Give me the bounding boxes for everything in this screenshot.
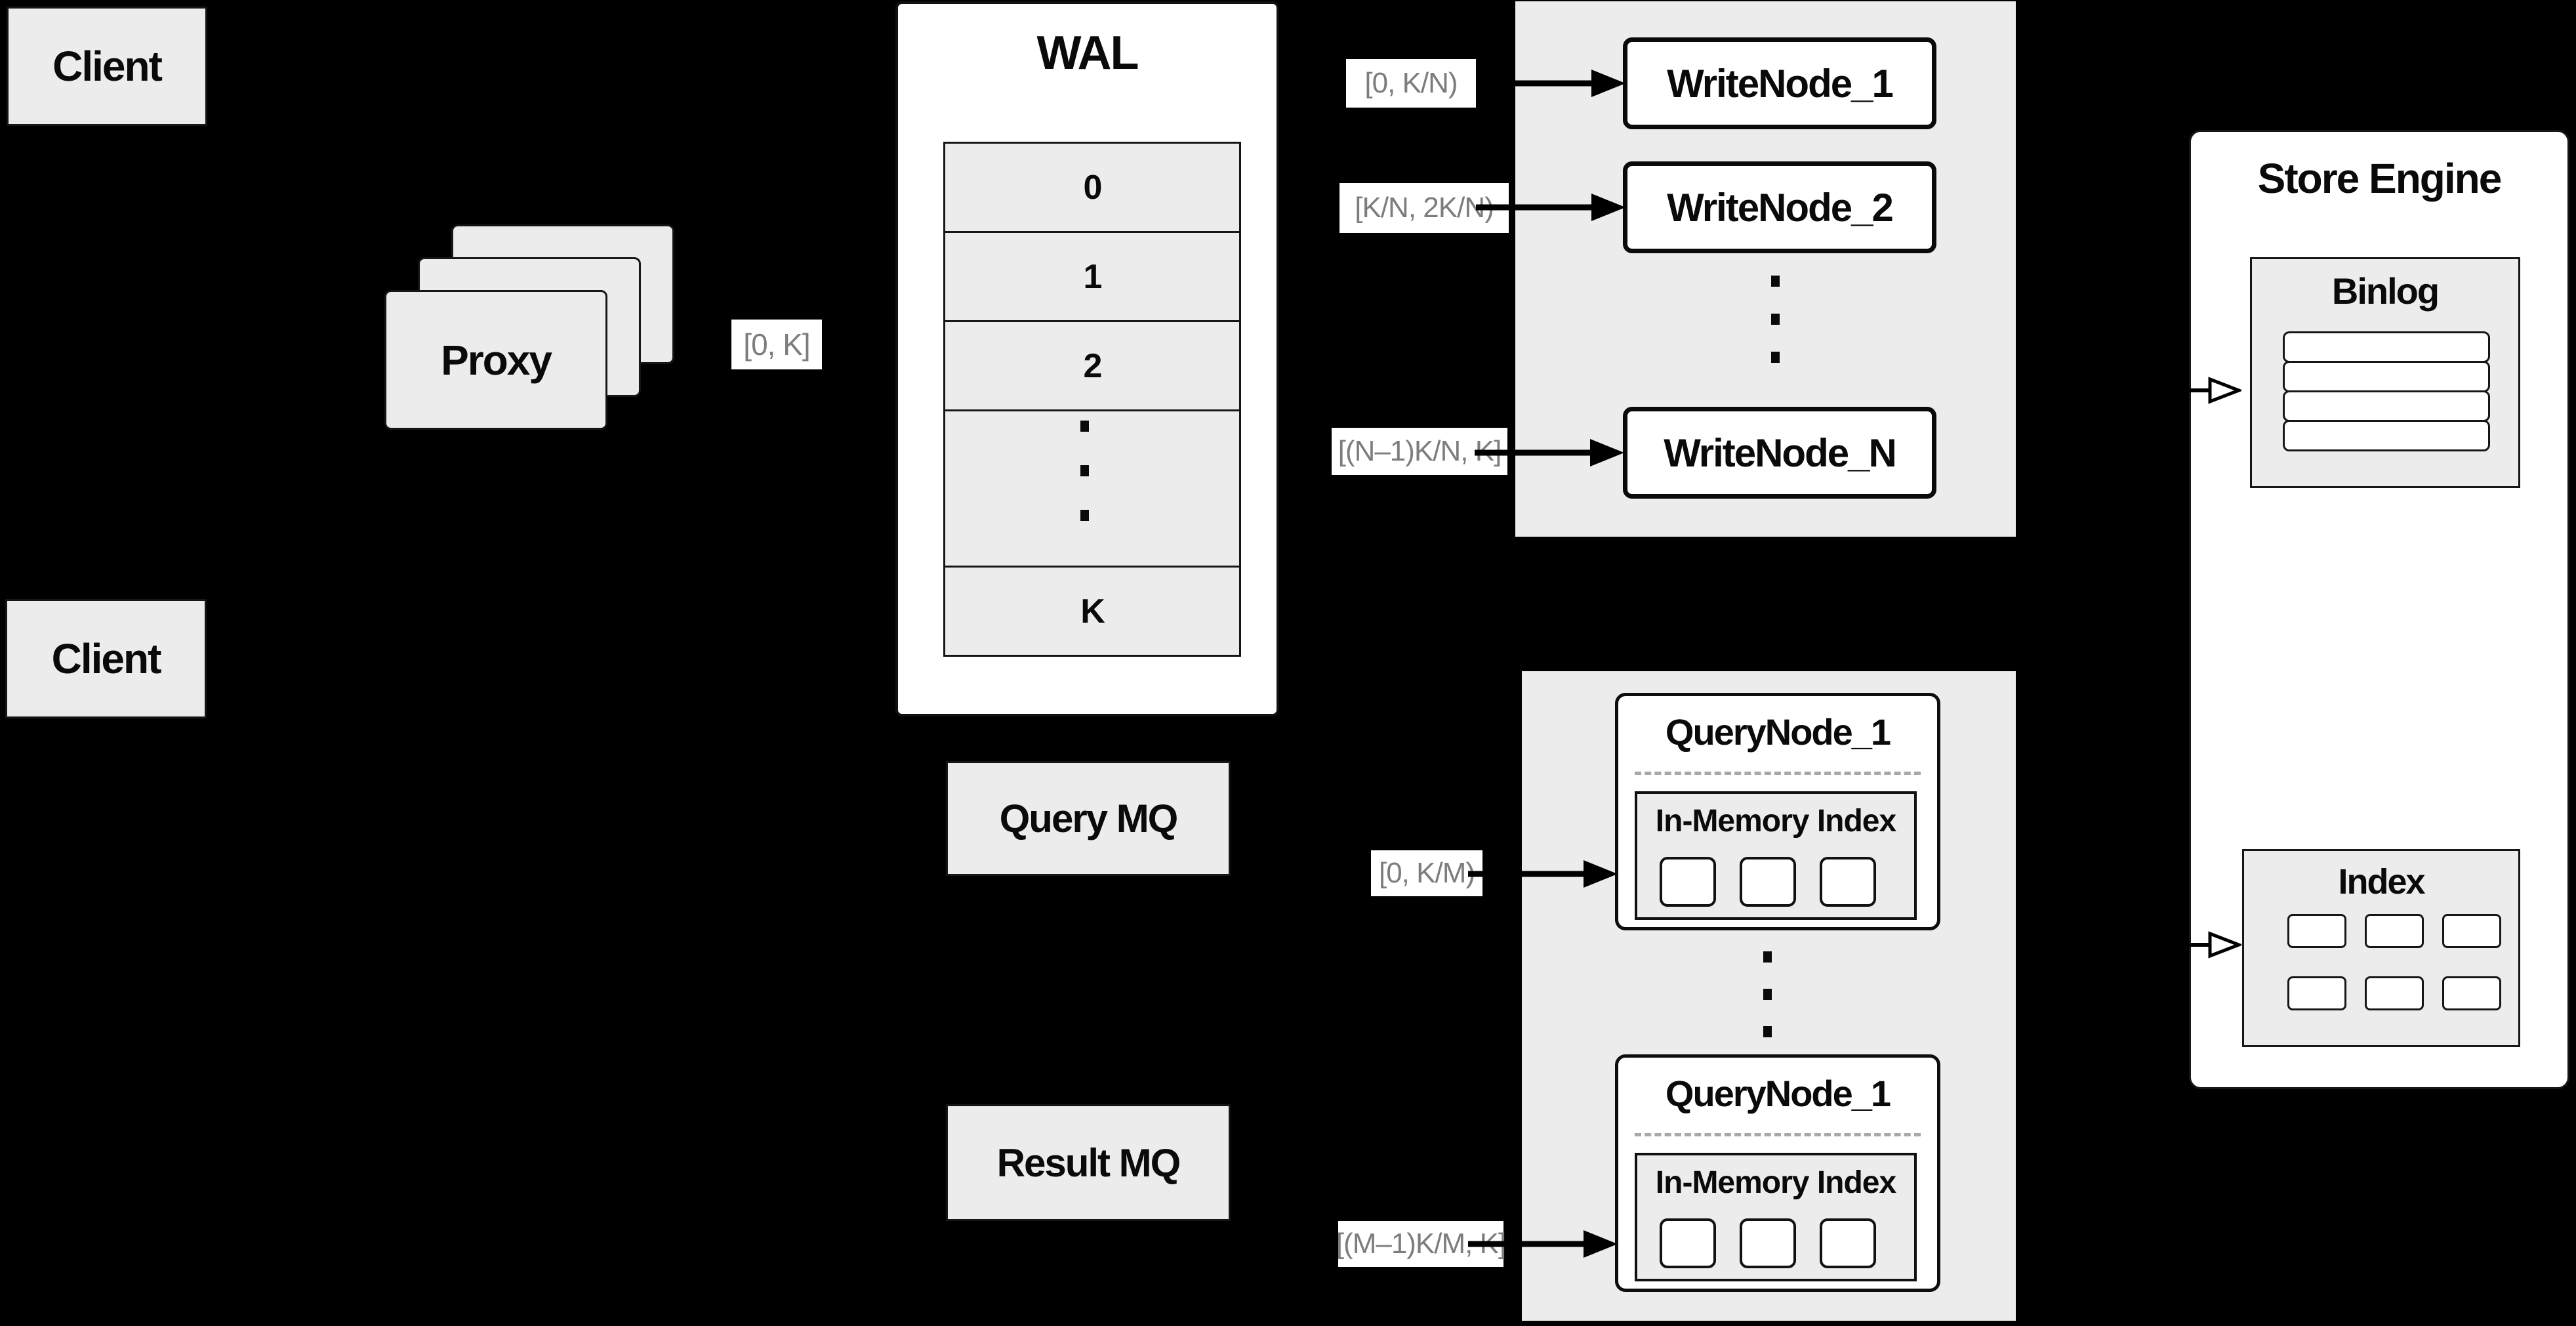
index-chunk (2287, 914, 2346, 948)
client-bottom-label: Client (51, 635, 162, 682)
proxy-card-front: Proxy (384, 290, 607, 430)
client-box-bottom: Client (5, 599, 207, 718)
arrow-right-hollow-icon (2143, 376, 2241, 405)
store-engine-title: Store Engine (2257, 155, 2503, 202)
wal-segment-2-label: 2 (1083, 346, 1103, 385)
dashed-divider (1635, 772, 1921, 775)
query-node-2-title-wrap: QueryNode_1 (1615, 1070, 1940, 1116)
index-chunk (1660, 857, 1716, 907)
wal-segment-0-label: 0 (1083, 168, 1103, 207)
binlog-title: Binlog (2331, 270, 2440, 312)
binlog-slat (2283, 420, 2490, 451)
arrow-right-icon (1468, 1228, 1619, 1260)
wal-segment-row-2: 2 (943, 320, 1241, 411)
range-label-write-node-2: [K/N, 2K/N) (1339, 183, 1509, 233)
write-node-n-box: WriteNode_N (1623, 407, 1936, 499)
ellipsis-dot (1763, 1026, 1772, 1037)
ellipsis-dot (1080, 510, 1089, 521)
query-mq-label: Query MQ (999, 797, 1179, 840)
wal-title: WAL (1036, 27, 1139, 79)
write-node-1-box: WriteNode_1 (1623, 37, 1936, 129)
wal-ellipsis-cell (943, 409, 1241, 568)
result-mq-box: Result MQ (946, 1104, 1231, 1221)
query-mq-box: Query MQ (946, 761, 1231, 876)
range-label-query-node-1: [0, K/M) (1371, 850, 1482, 896)
query-node-2-title: QueryNode_1 (1665, 1072, 1891, 1114)
store-engine-title-wrap: Store Engine (2189, 152, 2569, 205)
wal-segment-row-0: 0 (943, 142, 1241, 233)
index-chunk (2442, 914, 2501, 948)
ellipsis-dot (1771, 276, 1780, 287)
ellipsis-dot (1763, 989, 1772, 1000)
in-memory-index-title-top: In-Memory Index (1655, 803, 1896, 839)
wal-segment-row-1: 1 (943, 231, 1241, 322)
wal-title-wrap: WAL (895, 24, 1279, 83)
write-node-1-label: WriteNode_1 (1667, 61, 1894, 106)
ellipsis-dot (1763, 951, 1772, 963)
index-title-wrap: Index (2242, 861, 2520, 903)
proxy-label: Proxy (441, 336, 552, 384)
in-memory-index-title-wrap: In-Memory Index (1635, 1162, 1917, 1203)
binlog-slat (2283, 331, 2490, 363)
write-node-2-label: WriteNode_2 (1667, 185, 1894, 230)
ellipsis-dot (1771, 352, 1780, 363)
index-chunk (2365, 914, 2424, 948)
wal-segment-row-k: K (943, 566, 1241, 657)
client-box-top: Client (7, 7, 207, 126)
index-chunk (2442, 976, 2501, 1010)
arrow-right-hollow-icon (2143, 930, 2241, 959)
index-chunk (1820, 857, 1876, 907)
in-memory-index-title-bottom: In-Memory Index (1655, 1165, 1896, 1200)
range-label-proxy-to-wal: [0, K] (731, 320, 822, 369)
index-chunk (1820, 1218, 1876, 1268)
arrow-right-icon (1476, 68, 1627, 99)
binlog-slat (2283, 390, 2490, 422)
index-chunk (1740, 1218, 1796, 1268)
ellipsis-dot (1771, 314, 1780, 325)
arrow-right-icon (1468, 858, 1619, 890)
ellipsis-dot (1080, 465, 1089, 476)
range-label-write-node-1: [0, K/N) (1346, 59, 1476, 108)
index-chunk (2365, 976, 2424, 1010)
index-box (2242, 849, 2520, 1047)
write-node-n-label: WriteNode_N (1664, 430, 1897, 475)
range-label-write-node-n: [(N–1)K/N, K] (1332, 428, 1507, 475)
index-chunk (2287, 976, 2346, 1010)
index-chunk (1740, 857, 1796, 907)
query-node-1-title-wrap: QueryNode_1 (1615, 709, 1940, 755)
dashed-divider (1635, 1133, 1921, 1136)
arrow-right-icon (1476, 192, 1627, 223)
index-title: Index (2338, 862, 2425, 901)
arrow-right-icon (1475, 437, 1625, 468)
ellipsis-dot (1080, 421, 1089, 432)
write-node-2-box: WriteNode_2 (1623, 161, 1936, 253)
index-chunk (1660, 1218, 1716, 1268)
query-node-1-title: QueryNode_1 (1665, 711, 1891, 753)
result-mq-label: Result MQ (996, 1140, 1181, 1185)
binlog-title-wrap: Binlog (2250, 268, 2520, 314)
wal-segment-1-label: 1 (1083, 257, 1103, 296)
in-memory-index-title-wrap: In-Memory Index (1635, 800, 1917, 841)
client-top-label: Client (52, 43, 163, 90)
wal-segment-k-label: K (1080, 592, 1105, 631)
binlog-slat (2283, 361, 2490, 392)
